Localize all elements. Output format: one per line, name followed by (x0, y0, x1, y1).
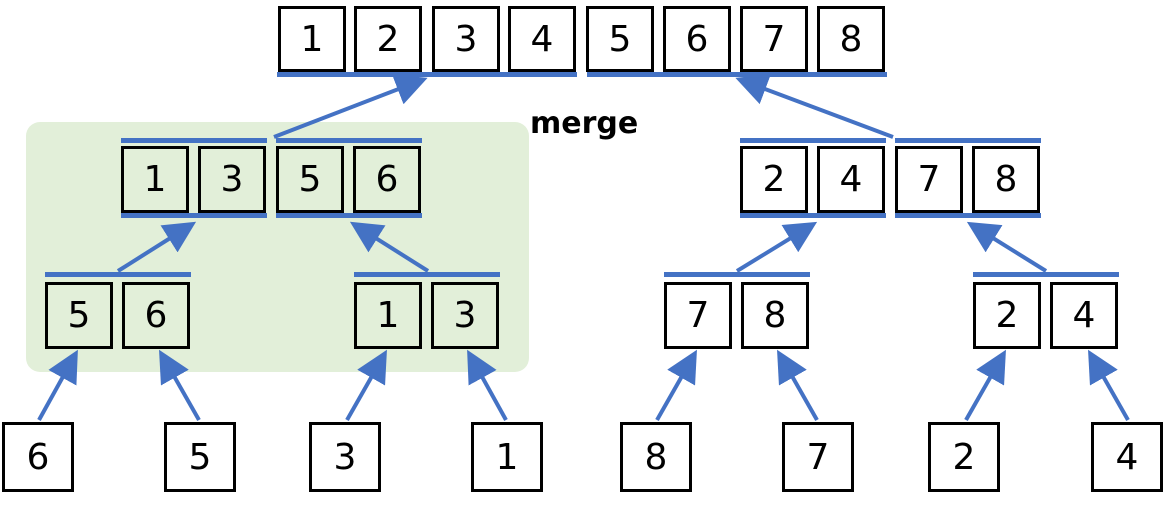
pair-cell: 7 (664, 282, 732, 349)
merge-arrow (1088, 349, 1130, 421)
merge-arrow (735, 221, 818, 273)
mid-cell: 2 (740, 146, 808, 213)
merge-bar (973, 272, 1119, 277)
top-cell: 8 (817, 6, 885, 72)
top-cell: 3 (432, 6, 500, 72)
pair-cell: 3 (431, 282, 499, 349)
merge-bar (740, 213, 886, 218)
leaf-cell: 1 (471, 422, 543, 492)
mid-cell: 1 (121, 146, 189, 213)
merge-arrow (159, 349, 201, 421)
pair-cell: 1 (354, 282, 422, 349)
top-cell: 4 (508, 6, 576, 72)
pair-cell: 8 (741, 282, 809, 349)
merge-arrow (349, 221, 430, 273)
merge-arrow (966, 221, 1048, 273)
merge-bar (276, 138, 422, 143)
leaf-cell: 8 (620, 422, 692, 492)
mid-cell: 8 (972, 146, 1040, 213)
merge-arrow (777, 349, 819, 421)
mid-cell: 5 (276, 146, 344, 213)
mid-cell: 6 (353, 146, 421, 213)
merge-arrow (735, 74, 894, 139)
mid-cell: 3 (198, 146, 266, 213)
merge-arrow (37, 349, 78, 421)
merge-label: merge (530, 106, 639, 141)
leaf-cell: 3 (309, 422, 381, 492)
top-cell: 2 (354, 6, 422, 72)
merge-arrow (655, 349, 697, 421)
merge-arrow (964, 349, 1006, 421)
top-cell: 7 (740, 6, 808, 72)
merge-arrow (273, 74, 428, 139)
pair-cell: 2 (973, 282, 1041, 349)
merge-bar (664, 272, 810, 277)
top-cell: 5 (586, 6, 654, 72)
merge-bar (45, 272, 191, 277)
merge-bar (740, 138, 886, 143)
leaf-cell: 7 (782, 422, 854, 492)
merge-bar (895, 213, 1041, 218)
leaf-cell: 4 (1091, 422, 1163, 492)
top-cell: 1 (278, 6, 346, 72)
merge-bar (121, 213, 267, 218)
leaf-cell: 5 (164, 422, 236, 492)
merge-arrow (116, 221, 197, 273)
merge-arrow (345, 349, 387, 421)
top-cell: 6 (663, 6, 731, 72)
merge-bar (895, 138, 1041, 143)
leaf-cell: 6 (2, 422, 74, 492)
pair-cell: 5 (45, 282, 113, 349)
merge-bar (121, 138, 267, 143)
mid-cell: 4 (817, 146, 885, 213)
pair-cell: 6 (122, 282, 190, 349)
merge-bar (354, 272, 500, 277)
merge-arrow (467, 349, 508, 421)
merge-bar (276, 213, 422, 218)
pair-cell: 4 (1050, 282, 1118, 349)
leaf-cell: 2 (928, 422, 1000, 492)
mid-cell: 7 (895, 146, 963, 213)
